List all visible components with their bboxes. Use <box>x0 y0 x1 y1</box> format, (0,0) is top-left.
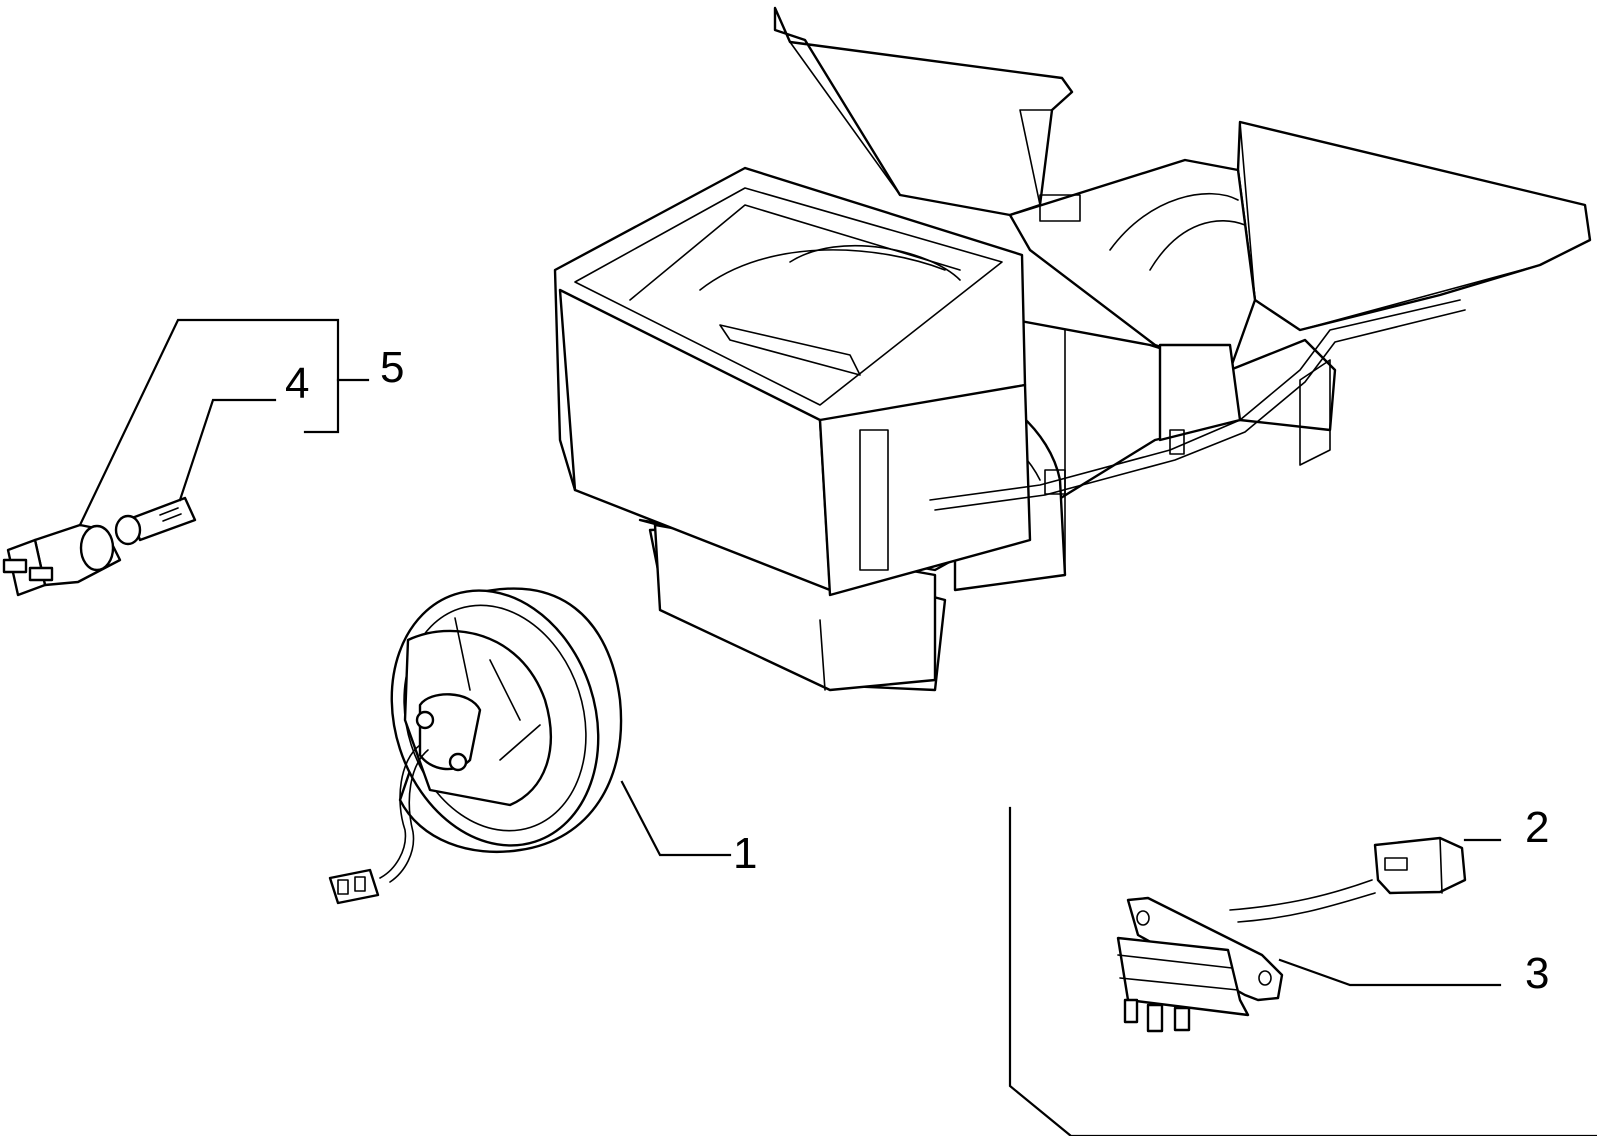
blower-fan-motor <box>328 587 623 905</box>
bulb <box>114 496 197 546</box>
callout-1: 1 <box>733 829 757 878</box>
blower-housing <box>553 6 1592 692</box>
callout-4: 4 <box>285 359 309 408</box>
bulb-holder <box>2 523 122 597</box>
callout-3: 3 <box>1525 949 1549 998</box>
callout-2: 2 <box>1525 803 1549 852</box>
resistor-cover <box>1373 836 1467 895</box>
leader-lines <box>78 318 1597 1136</box>
callout-5: 5 <box>380 343 404 392</box>
blower-resistor <box>1116 879 1376 1033</box>
